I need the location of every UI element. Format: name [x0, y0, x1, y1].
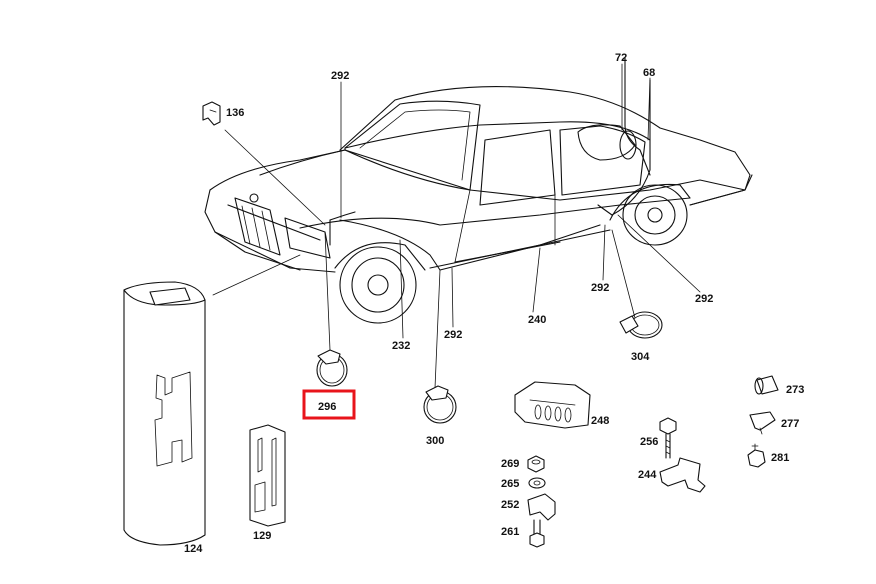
label-240[interactable]: 240	[528, 314, 546, 326]
label-277[interactable]: 277	[781, 418, 799, 430]
part-129-bracket	[249, 424, 286, 527]
part-273-spacer	[754, 375, 779, 395]
label-292-rear-right[interactable]: 292	[695, 293, 713, 305]
label-124[interactable]: 124	[184, 543, 203, 555]
label-292-rear-left[interactable]: 292	[591, 282, 609, 294]
label-256[interactable]: 256	[640, 436, 658, 448]
label-244[interactable]: 244	[638, 469, 657, 481]
leader-lines	[212, 63, 701, 389]
part-281-nut	[747, 443, 766, 468]
part-136-clip	[202, 101, 221, 126]
part-124-cover	[123, 281, 206, 546]
label-248[interactable]: 248	[591, 415, 609, 427]
label-300[interactable]: 300	[426, 435, 444, 447]
label-265[interactable]: 265	[501, 478, 519, 490]
part-252-clip	[527, 493, 556, 521]
part-296-clamp	[316, 349, 348, 387]
label-129[interactable]: 129	[253, 530, 271, 542]
label-232[interactable]: 232	[392, 340, 410, 352]
label-281[interactable]: 281	[771, 452, 789, 464]
part-265-washer	[528, 477, 546, 489]
part-261-bolt	[529, 519, 545, 548]
label-304[interactable]: 304	[631, 351, 650, 363]
label-72[interactable]: 72	[615, 52, 627, 64]
label-269[interactable]: 269	[501, 458, 519, 470]
label-261[interactable]: 261	[501, 526, 519, 538]
part-256-screw	[659, 417, 677, 459]
part-300-clamp	[423, 385, 457, 424]
label-292-mid[interactable]: 292	[444, 329, 462, 341]
label-252[interactable]: 252	[501, 499, 519, 511]
car-illustration	[204, 57, 753, 324]
part-277-clip	[749, 411, 776, 435]
part-labels: 292 136 72 68 292 292 304 240 232 292 29…	[184, 52, 804, 555]
part-269-nut	[527, 455, 545, 473]
label-273[interactable]: 273	[786, 384, 804, 396]
label-296[interactable]: 296	[318, 401, 336, 413]
label-292-top[interactable]: 292	[331, 70, 349, 82]
label-68[interactable]: 68	[643, 67, 655, 79]
label-136[interactable]: 136	[226, 107, 244, 119]
part-244-bracket	[659, 457, 706, 493]
part-304-clamp	[619, 311, 663, 339]
highlight-box-296	[302, 389, 356, 420]
part-248-holder	[514, 381, 591, 429]
